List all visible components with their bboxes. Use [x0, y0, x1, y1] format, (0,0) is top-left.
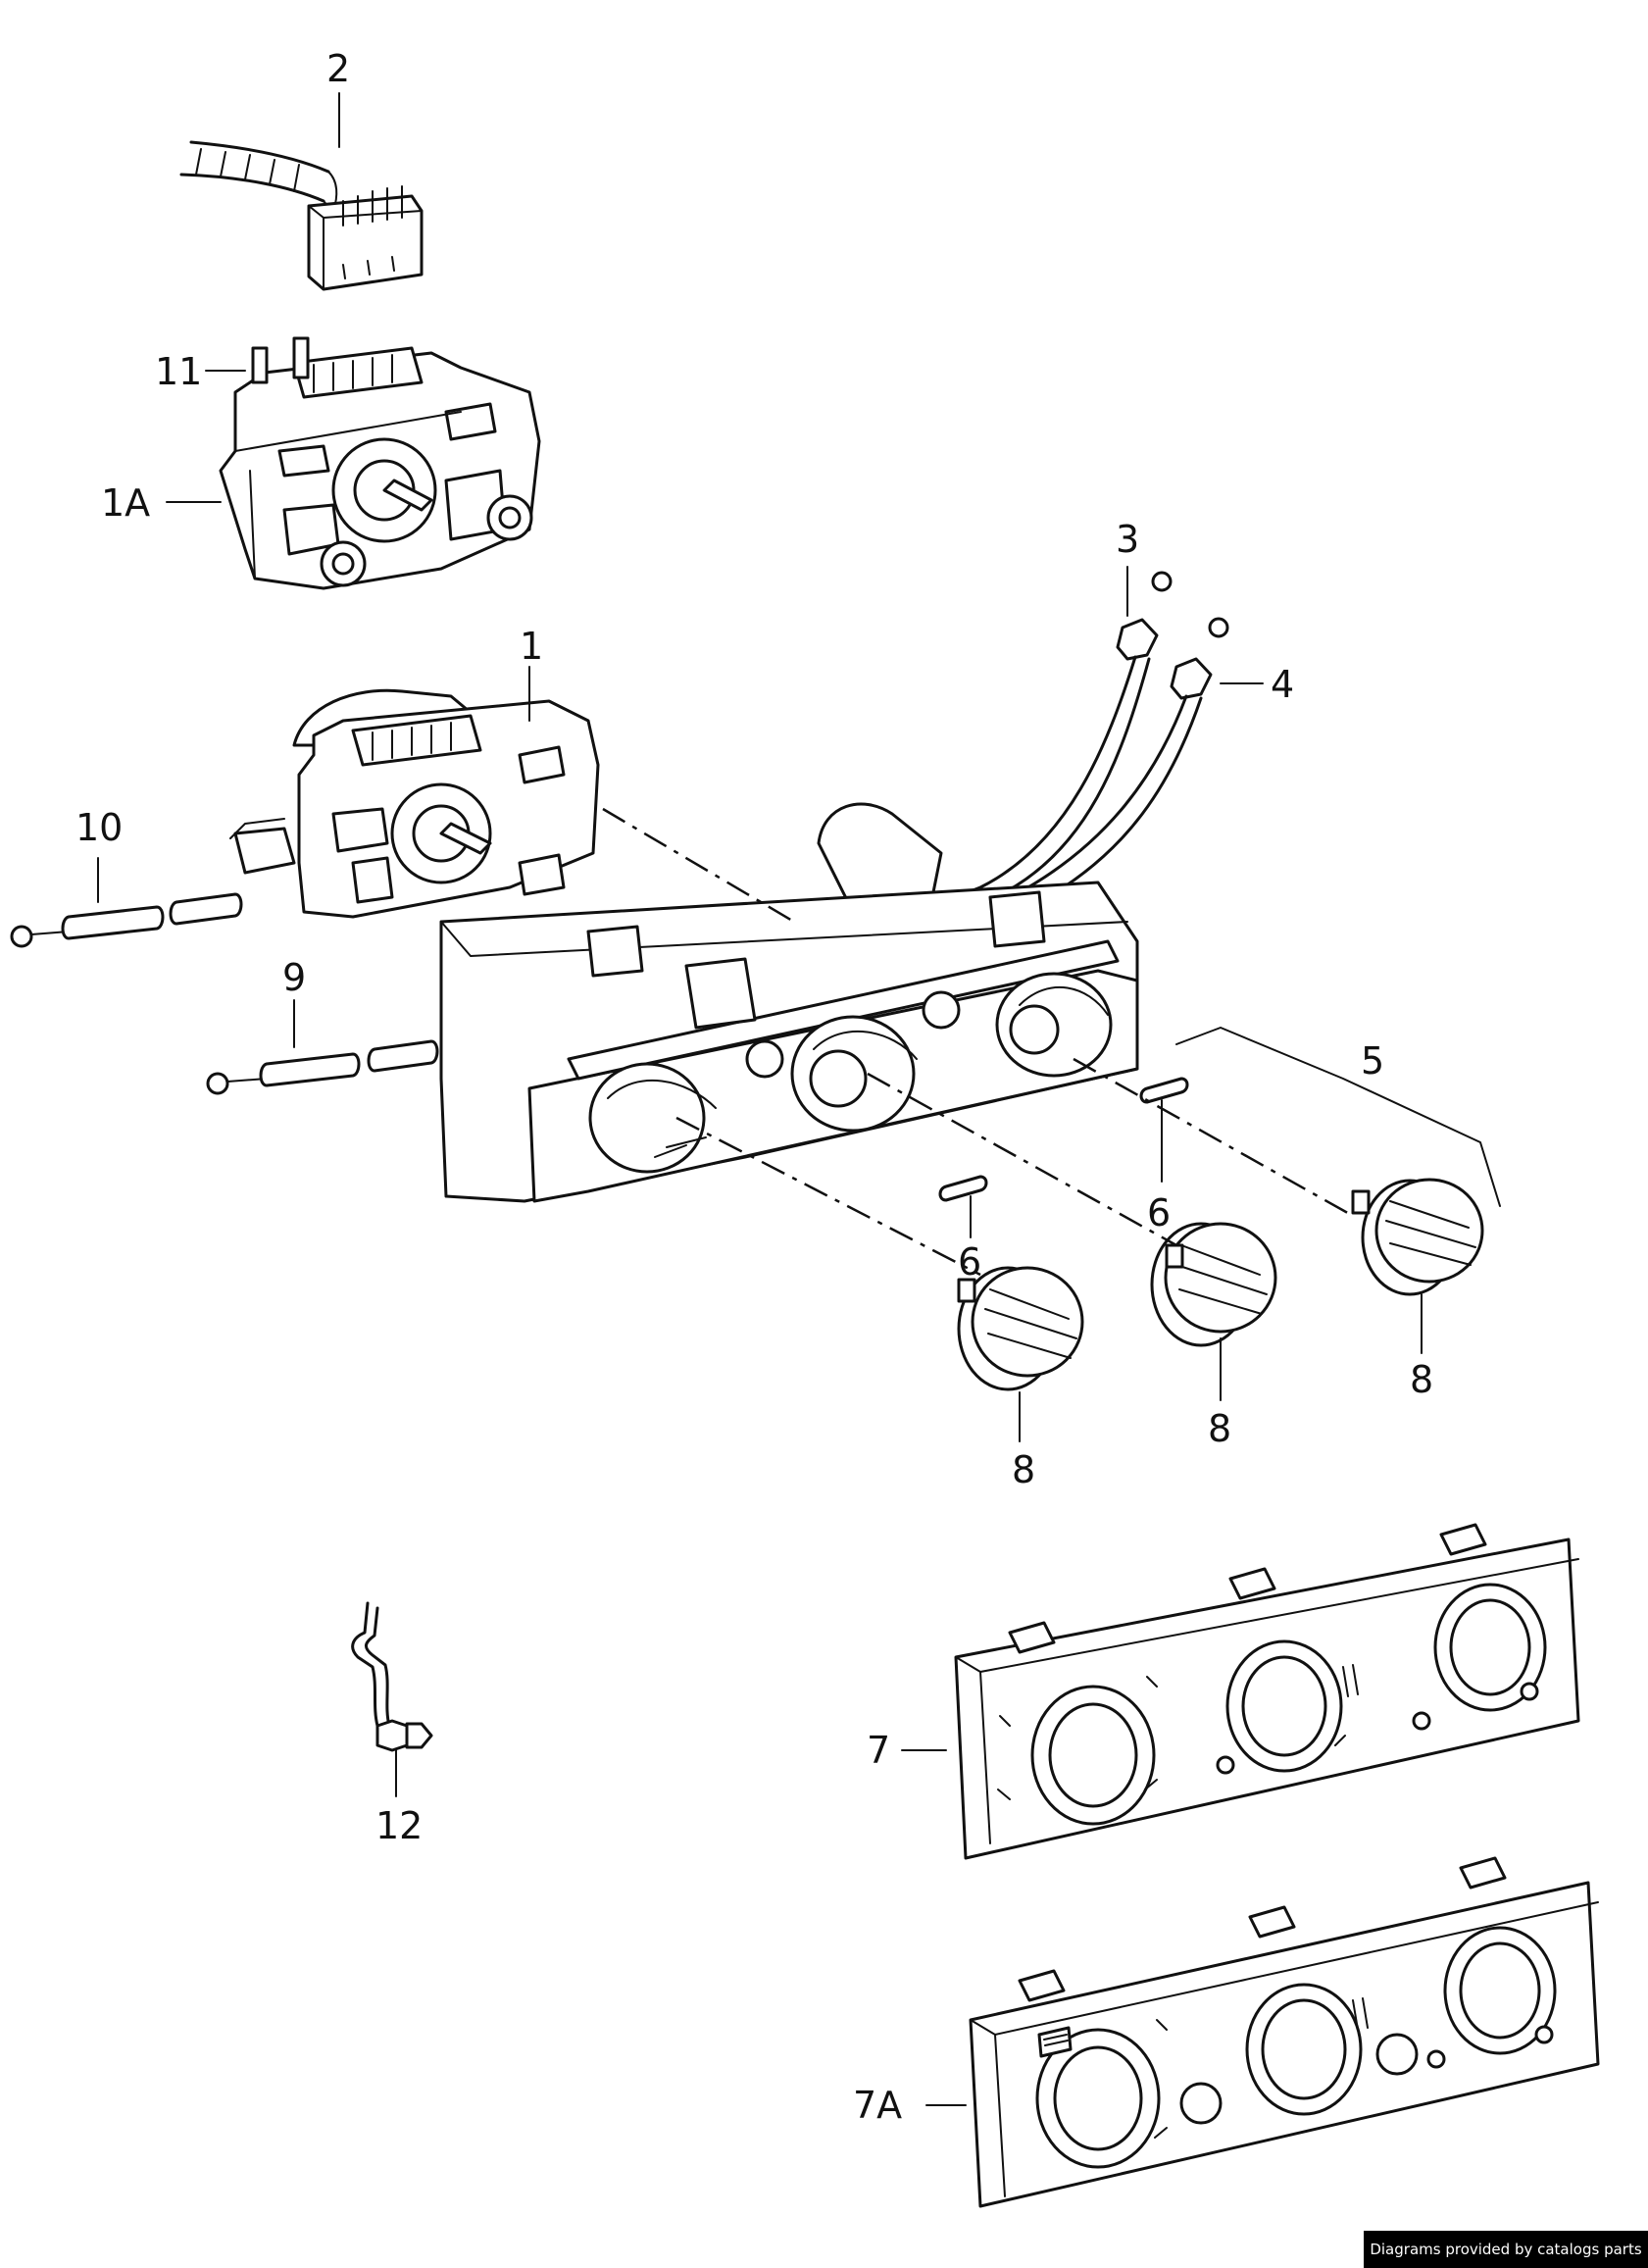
small-pin-6a	[938, 1175, 988, 1202]
callout-4: 4	[1271, 663, 1294, 706]
callout-5: 5	[1361, 1039, 1384, 1083]
switch-assembly-1a	[219, 336, 541, 590]
switch-assembly-1	[229, 688, 600, 919]
callout-7: 7	[867, 1729, 890, 1772]
knob-8-left	[957, 1266, 1084, 1391]
leader-lines	[97, 92, 1501, 2106]
knob-8-center	[1150, 1222, 1277, 1347]
heater-control-housing	[439, 802, 1139, 1203]
alignment-lines	[602, 807, 1354, 1277]
callout-6-right: 6	[1147, 1191, 1171, 1235]
knob-8-right	[1351, 1178, 1484, 1296]
credit-banner: Diagrams provided by catalogs parts	[1364, 2231, 1648, 2268]
wiring-harness-connector	[179, 140, 424, 291]
wire-lead-12	[351, 1601, 433, 1752]
callout-1: 1	[520, 625, 543, 668]
callout-1a: 1A	[101, 481, 150, 525]
callout-7a: 7A	[853, 2084, 902, 2127]
callout-9: 9	[282, 956, 306, 999]
callout-6-left: 6	[958, 1240, 981, 1284]
callout-8-left: 8	[1012, 1448, 1035, 1491]
trim-panel-7	[954, 1523, 1580, 1860]
callout-11: 11	[155, 350, 202, 393]
callout-8-right: 8	[1410, 1358, 1433, 1401]
callout-12: 12	[375, 1804, 423, 1847]
cable-4	[1018, 617, 1229, 904]
pin-10	[10, 892, 243, 948]
callout-10: 10	[75, 806, 123, 849]
callout-8-center: 8	[1208, 1407, 1231, 1450]
callout-labels: 2 11 1A 3 4 1 10 9 5 6 6 8 8 8 12 7 7A	[75, 47, 1433, 2127]
callout-2: 2	[326, 47, 350, 90]
trim-panel-7a	[969, 1856, 1600, 2208]
small-pin-6b	[1139, 1077, 1189, 1104]
pin-9	[206, 1039, 439, 1095]
callout-3: 3	[1116, 518, 1139, 561]
